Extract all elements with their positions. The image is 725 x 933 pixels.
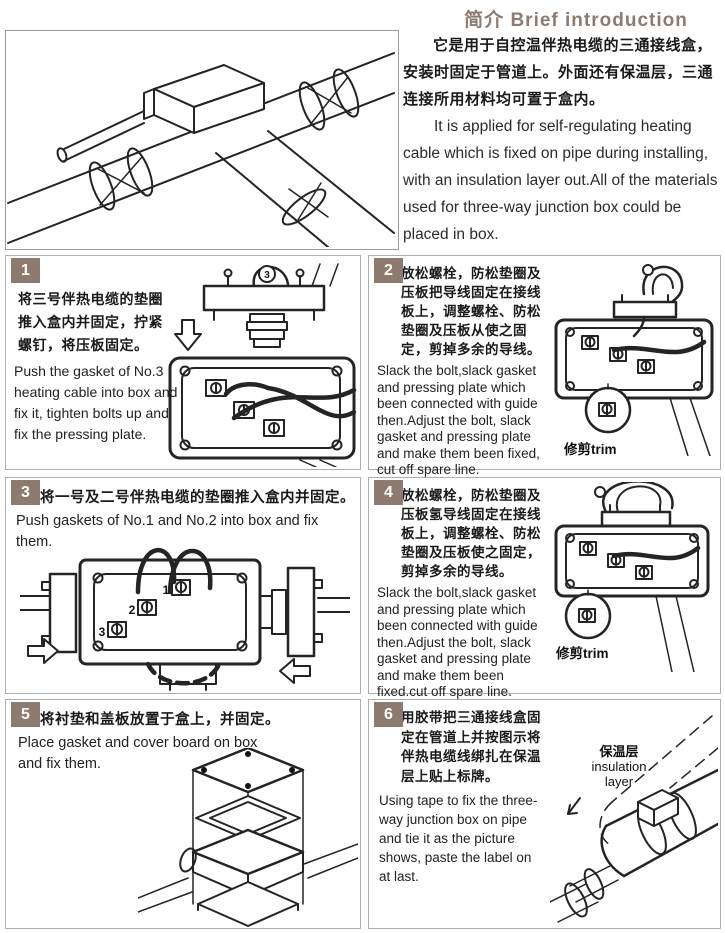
insulation-label-en1: insulation <box>591 759 647 774</box>
step-panel-2: 2 修剪trim <box>368 255 721 477</box>
step-4-trim-label: 修剪trim <box>556 646 609 661</box>
step-6-diagram: 保温层 insulation layer <box>549 704 720 926</box>
step-1-diagram: 3 <box>168 262 360 468</box>
svg-text:3: 3 <box>99 625 106 639</box>
step-6-english: Using tape to fix the three-way junction… <box>379 793 538 884</box>
svg-text:2: 2 <box>129 603 136 617</box>
intro-block: 它是用于自控温伴热电缆的三通接线盒，安装时固定于管道上。外面还有保温层，三通连接… <box>403 32 721 248</box>
step-6-number-badge: 6 <box>374 702 403 727</box>
step-panel-3: 3 将一号及二号伴热电缆的垫圈推入盒内并固定。 Push gaskets of … <box>5 477 361 694</box>
step-panel-1: 1 3 <box>5 255 361 470</box>
intro-english: It is applied for self-regulating heatin… <box>403 118 718 243</box>
step-2-diagram: 修剪trim <box>552 260 718 460</box>
step-2-number-badge: 2 <box>374 258 403 283</box>
step-1-number-badge: 1 <box>11 258 40 283</box>
step-4-diagram: 修剪trim <box>554 480 718 680</box>
insulation-label-zh: 保温层 <box>599 744 639 759</box>
intro-chinese: 它是用于自控温伴热电缆的三通接线盒，安装时固定于管道上。外面还有保温层，三通连接… <box>403 37 714 108</box>
step-3-diagram: 1 2 3 <box>19 534 351 692</box>
step-panel-6: 6 保温层 insulati <box>368 699 721 929</box>
pipe-tee-illustration-svg <box>7 52 395 248</box>
step-4-chinese: 放松螺栓，防松垫圈及压板氢导线固定在接线板上，调整螺栓、防松垫圈及压板使之固定，… <box>401 488 541 579</box>
step-4-number-badge: 4 <box>374 480 403 505</box>
step-1-english: Push the gasket of No.3 heating cable in… <box>14 363 178 442</box>
svg-text:3: 3 <box>264 270 270 281</box>
step-3-english: Push gaskets of No.1 and No.2 into box a… <box>16 513 319 550</box>
svg-text:1: 1 <box>163 583 170 597</box>
step-3-chinese: 将一号及二号伴热电缆的垫圈推入盒内并固定。 <box>40 490 355 506</box>
hero-pipe-tee-diagram <box>5 30 399 250</box>
step-3-number-badge: 3 <box>11 480 40 505</box>
page-title: 简介 Brief introduction <box>464 10 688 31</box>
insulation-label-en2: layer <box>604 774 634 789</box>
step-5-chinese: 将衬垫和盖板放置于盒上，并固定。 <box>40 712 280 728</box>
step-2-chinese: 放松螺栓，防松垫圈及压板把导线固定在接线板上，调整螺栓、防松垫圈及压板从使之固定… <box>401 266 541 357</box>
step-1-chinese: 将三号伴热电缆的垫圈推入盒内并固定，拧紧螺钉，将压板固定。 <box>18 291 163 353</box>
step-panel-4: 4 修剪trim 放松螺栓 <box>368 477 721 699</box>
step-4-english: Slack the bolt,slack gasket and pressing… <box>377 585 538 699</box>
step-5-diagram <box>137 746 360 928</box>
step-6-insulation-label: 保温层 insulation layer <box>564 744 674 789</box>
step-5-number-badge: 5 <box>11 702 40 727</box>
step-panel-5: 5 将衬垫和盖板放置于盒上，并固定。 Place gasket and cove… <box>5 699 361 929</box>
step-2-english: Slack the bolt,slack gasket and pressing… <box>377 363 540 477</box>
step-2-trim-label: 修剪trim <box>564 442 617 457</box>
step-5-english: Place gasket and cover board on box and … <box>18 735 258 772</box>
step-6-chinese: 用胶带把三通接线盒固定在管道上并按图示将伴热电缆线绑扎在保温层上贴上标牌。 <box>401 710 541 784</box>
